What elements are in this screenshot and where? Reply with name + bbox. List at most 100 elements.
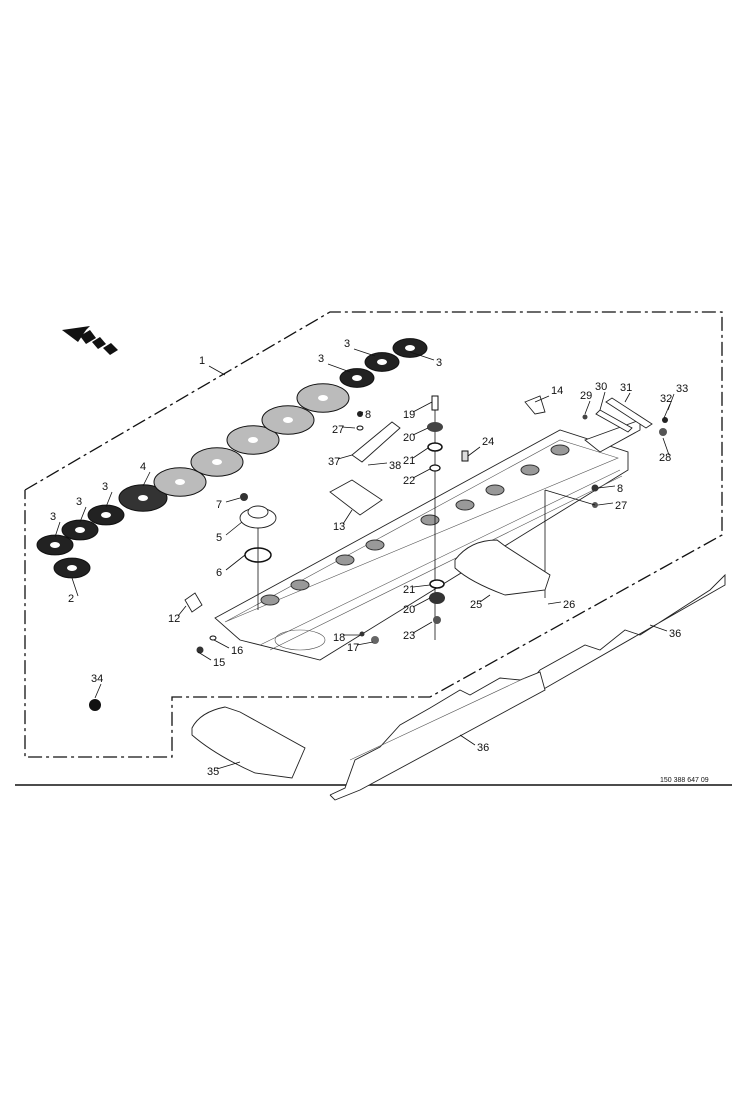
callout-leader	[667, 393, 675, 411]
callout-leader	[225, 554, 246, 571]
assembly-boundary	[24, 311, 723, 758]
callout-label: 21	[403, 584, 415, 596]
callout-leader	[649, 624, 668, 632]
bearing-stack	[427, 395, 445, 640]
hub-part-5	[239, 493, 277, 610]
callout-leader	[79, 506, 87, 523]
callout-leader	[662, 437, 670, 456]
callout-label: 25	[470, 599, 482, 611]
callout-leader	[337, 454, 353, 460]
callout-label: 14	[551, 385, 563, 397]
callout-label: 28	[659, 452, 671, 464]
guard-part-13	[329, 479, 383, 516]
callout-label: 34	[91, 673, 103, 685]
callout-leader	[409, 351, 435, 361]
callout-label: 4	[140, 461, 146, 473]
document-id: 150 388 647 09	[660, 777, 709, 784]
disc-seat	[485, 484, 505, 496]
callout-label: 3	[436, 357, 442, 369]
callout-label: 29	[580, 390, 592, 402]
callout-leader	[197, 651, 212, 661]
disc-hub	[377, 359, 387, 365]
callout-label: 27	[332, 424, 344, 436]
callout-leader	[412, 427, 429, 436]
callout-label: 16	[231, 645, 243, 657]
callout-leader	[356, 641, 374, 646]
callout-label: 5	[216, 532, 222, 544]
callout-leader	[353, 348, 376, 357]
strip-part-30	[595, 409, 633, 433]
disc-row	[36, 338, 428, 579]
callout-leader	[412, 621, 433, 634]
disc-hub	[352, 375, 362, 381]
callout-leader	[94, 683, 102, 699]
callout-label: 30	[595, 381, 607, 393]
disc-hub	[248, 437, 258, 443]
disc-hub	[75, 527, 85, 533]
callout-label: 15	[213, 657, 225, 669]
travel-direction-arrow-icon	[62, 326, 118, 355]
callout-label: 20	[403, 604, 415, 616]
callout-label: 37	[328, 456, 340, 468]
callout-label: 18	[333, 632, 345, 644]
callout-label: 7	[216, 499, 222, 511]
callout-leader	[225, 497, 241, 503]
strip-part-31	[605, 397, 653, 429]
callout-label: 33	[676, 383, 688, 395]
callout-leader	[367, 462, 388, 466]
callout-leader	[71, 577, 79, 597]
disc-hub	[101, 512, 111, 518]
callout-label: 3	[76, 496, 82, 508]
callout-leader	[208, 365, 226, 376]
disc-seat	[420, 514, 440, 526]
callout-label: 2	[68, 593, 74, 605]
callout-label: 3	[318, 353, 324, 365]
callout-leader	[534, 395, 550, 403]
plate-part-35	[191, 706, 306, 779]
part-24	[461, 450, 469, 462]
callout-label: 8	[365, 409, 371, 421]
callout-leader	[359, 411, 364, 415]
callout-label: 12	[168, 613, 180, 625]
callout-leader	[459, 734, 476, 746]
disc-hub	[138, 495, 148, 501]
disc-hub	[405, 345, 415, 351]
callout-leader	[584, 400, 591, 415]
plate-part-25	[454, 539, 551, 596]
callout-label: 20	[403, 432, 415, 444]
disc-seat	[365, 539, 385, 551]
callout-label: 36	[669, 628, 681, 640]
callout-leader	[142, 471, 151, 487]
callout-label: 21	[403, 455, 415, 467]
disc-seat	[290, 579, 310, 591]
callout-leader	[177, 605, 187, 617]
callout-leader	[412, 584, 431, 588]
bar-disc-seats	[260, 444, 570, 606]
callout-label: 36	[477, 742, 489, 754]
callout-label: 3	[344, 338, 350, 350]
callout-label: 6	[216, 567, 222, 579]
disc-hub	[50, 542, 60, 548]
disc-hub	[67, 565, 77, 571]
disc-seat	[455, 499, 475, 511]
callout-label: 23	[403, 630, 415, 642]
callout-label: 22	[403, 475, 415, 487]
callout-leader	[479, 594, 491, 603]
disc-seat	[520, 464, 540, 476]
disc-seat	[335, 554, 355, 566]
disc-seat	[550, 444, 570, 456]
callout-leader	[225, 521, 243, 536]
callout-leader	[597, 502, 614, 506]
disc-hub	[212, 459, 222, 465]
callout-leader	[105, 491, 113, 508]
callout-leader	[467, 446, 481, 457]
callout-leader	[597, 485, 616, 489]
bracket-part-37	[351, 421, 401, 463]
callout-label: 32	[660, 393, 672, 405]
callout-label: 1	[199, 355, 205, 367]
part-14	[524, 395, 546, 415]
disc-hub	[283, 417, 293, 423]
disc-hub	[318, 395, 328, 401]
